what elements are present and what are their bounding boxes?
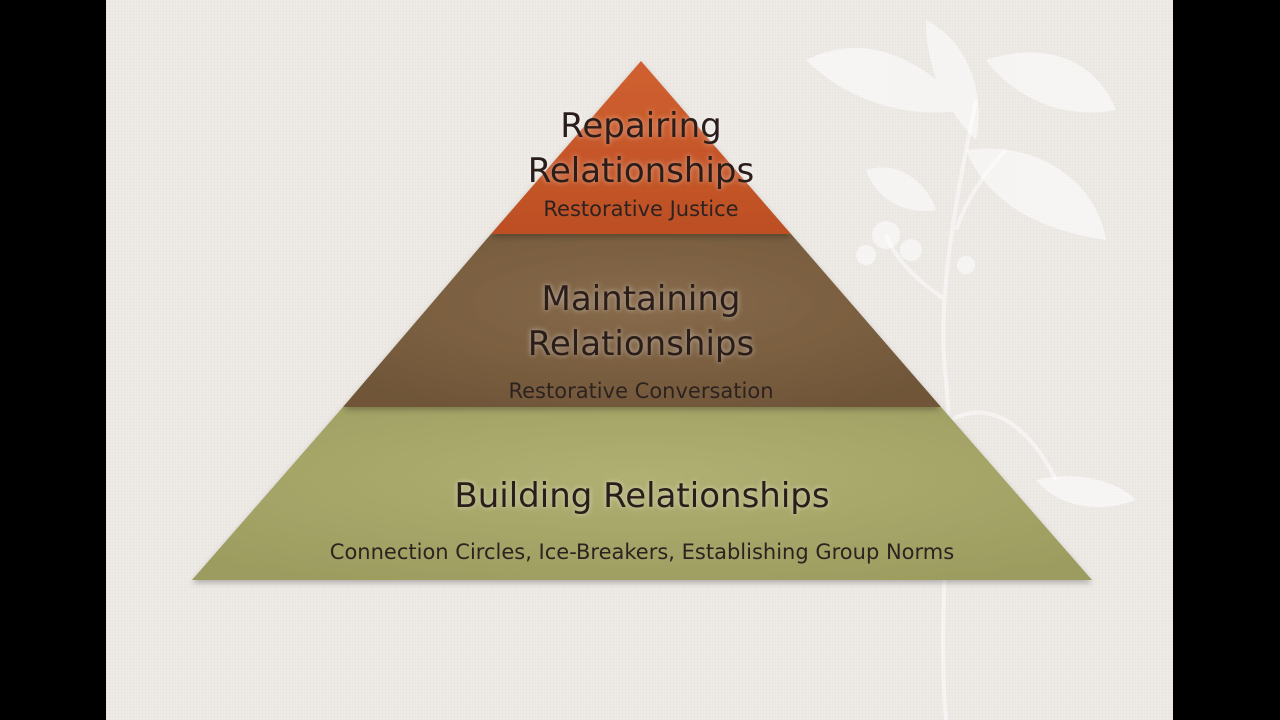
pyramid-tier-middle-text: Maintaining Relationships Restorative Co… (391, 277, 891, 404)
berry-shape (900, 239, 922, 261)
pyramid-tier-top-text: Repairing Relationships Restorative Just… (491, 104, 791, 222)
branch-stem (954, 148, 1008, 231)
tier-middle-title-line1: Maintaining (541, 279, 741, 319)
leaf-shape (986, 52, 1116, 113)
tier-middle-subtitle: Restorative Conversation (508, 379, 774, 403)
tier-top-title-line2: Relationships (527, 151, 755, 191)
leaf-branch-watermark (806, 20, 1136, 720)
tier-middle-title-line2: Relationships (527, 324, 755, 364)
branch-stem (884, 234, 948, 302)
berry-shape (856, 245, 876, 265)
pyramid-tier-bottom-text: Building Relationships Connection Circle… (242, 474, 1042, 565)
tier-top-subtitle: Restorative Justice (543, 197, 739, 221)
pyramid-tier-top (491, 61, 791, 234)
branch-stem (941, 99, 978, 720)
leaf-shape (1036, 476, 1136, 508)
tier-top-title-line1: Repairing (560, 106, 722, 146)
pyramid-diagram (192, 61, 1092, 580)
leaf-shape (966, 148, 1106, 240)
tier-bottom-title: Building Relationships (454, 476, 830, 516)
pyramid-tier-middle (343, 234, 941, 407)
branch-stem (950, 410, 1058, 481)
leaf-shape (806, 48, 966, 113)
leaf-shape (866, 167, 936, 211)
leaf-shape (926, 20, 979, 140)
tier-bottom-subtitle: Connection Circles, Ice-Breakers, Establ… (329, 540, 955, 564)
slide: Repairing Relationships Restorative Just… (106, 0, 1173, 720)
pyramid-tier-bottom (192, 407, 1092, 580)
berry-shape (957, 256, 975, 274)
